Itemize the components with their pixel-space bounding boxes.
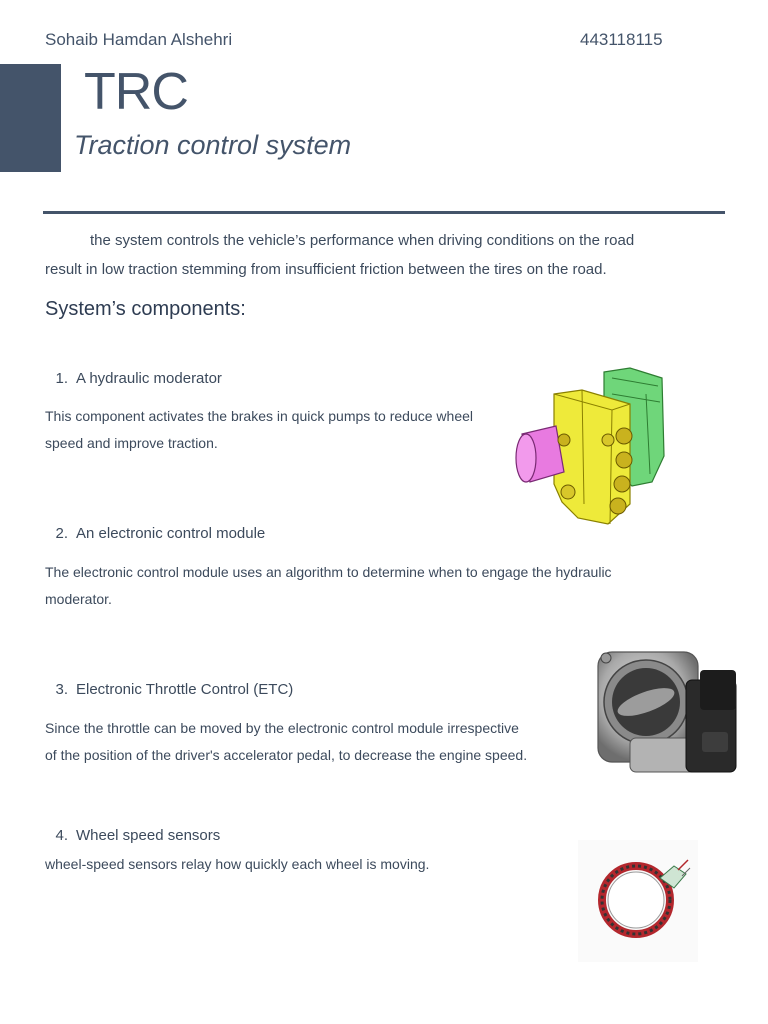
desc-line: The electronic control module uses an al… bbox=[45, 564, 612, 580]
component-item-4: 4. Wheel speed sensors bbox=[46, 827, 220, 844]
desc-line: speed and improve traction. bbox=[45, 435, 218, 451]
wheel-speed-sensor-image bbox=[578, 840, 698, 962]
components-heading: System’s components: bbox=[45, 298, 246, 320]
author-name: Sohaib Hamdan Alshehri bbox=[45, 30, 233, 49]
item-number: 4. bbox=[55, 827, 68, 844]
component-desc-4: wheel-speed sensors relay how quickly ea… bbox=[45, 851, 429, 878]
component-desc-2: The electronic control module uses an al… bbox=[45, 559, 612, 613]
item-number: 2. bbox=[55, 525, 68, 542]
component-desc-3: Since the throttle can be moved by the e… bbox=[45, 715, 527, 769]
component-item-3: 3. Electronic Throttle Control (ETC) bbox=[46, 681, 293, 698]
desc-line: wheel-speed sensors relay how quickly ea… bbox=[45, 856, 430, 872]
intro-line-2: result in low traction stemming from ins… bbox=[45, 261, 607, 278]
desc-line: moderator. bbox=[45, 591, 112, 607]
title-divider bbox=[43, 211, 725, 214]
component-item-2: 2. An electronic control module bbox=[46, 525, 265, 542]
item-title: An electronic control module bbox=[76, 525, 266, 542]
page-title: TRC bbox=[84, 63, 189, 121]
throttle-body-image bbox=[590, 640, 746, 785]
component-item-1: 1. A hydraulic moderator bbox=[46, 370, 222, 387]
item-number: 3. bbox=[55, 681, 68, 698]
item-title: Electronic Throttle Control (ETC) bbox=[76, 681, 294, 698]
component-desc-1: This component activates the brakes in q… bbox=[45, 403, 473, 457]
intro-line-1: the system controls the vehicle’s perfor… bbox=[90, 232, 635, 249]
intro-paragraph: the system controls the vehicle’s perfor… bbox=[45, 226, 705, 284]
item-number: 1. bbox=[55, 370, 68, 387]
desc-line: Since the throttle can be moved by the e… bbox=[45, 720, 519, 736]
accent-bar bbox=[0, 64, 61, 172]
page-subtitle: Traction control system bbox=[74, 130, 352, 160]
hydraulic-modulator-image bbox=[512, 364, 672, 526]
desc-line: This component activates the brakes in q… bbox=[45, 408, 474, 424]
item-title: A hydraulic moderator bbox=[76, 370, 222, 387]
student-id: 443118115 bbox=[580, 30, 663, 49]
desc-line: of the position of the driver's accelera… bbox=[45, 747, 528, 763]
item-title: Wheel speed sensors bbox=[76, 827, 221, 844]
